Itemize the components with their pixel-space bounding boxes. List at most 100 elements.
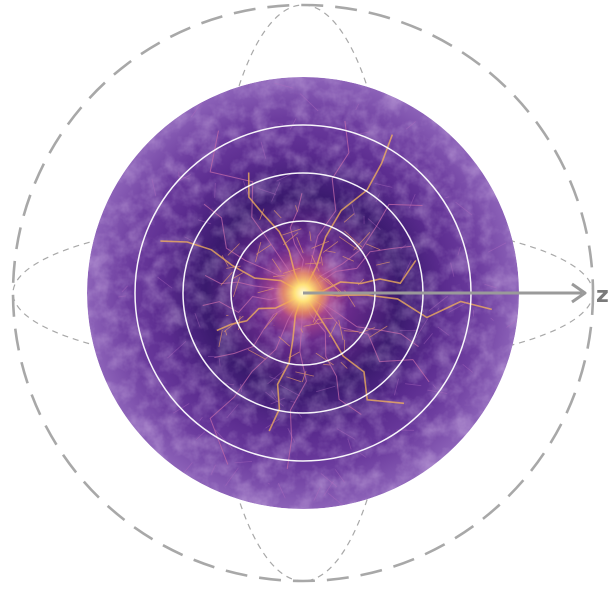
web-strand bbox=[367, 218, 381, 230]
web-strand bbox=[394, 378, 399, 396]
z-axis-label: z bbox=[596, 283, 609, 308]
web-strand bbox=[351, 204, 356, 217]
web-strand bbox=[300, 328, 304, 333]
web-strand bbox=[265, 391, 284, 407]
web-strand bbox=[286, 376, 302, 383]
web-strand bbox=[301, 370, 307, 383]
web-strand bbox=[427, 389, 448, 394]
web-strand bbox=[400, 244, 407, 250]
web-strand bbox=[334, 469, 345, 483]
web-strand bbox=[487, 242, 507, 253]
web-strand bbox=[257, 288, 274, 294]
web-strand bbox=[269, 376, 280, 381]
web-strand bbox=[437, 326, 450, 336]
web-strand bbox=[358, 327, 376, 334]
web-strand bbox=[234, 461, 253, 464]
web-strand bbox=[462, 363, 474, 373]
filament bbox=[209, 292, 304, 465]
web-strand bbox=[255, 244, 272, 255]
web-strand bbox=[267, 483, 271, 485]
web-strand bbox=[240, 383, 243, 393]
web-strand bbox=[247, 349, 266, 360]
web-strand bbox=[194, 312, 201, 328]
web-strand bbox=[183, 462, 193, 474]
web-strand bbox=[455, 201, 473, 216]
filament bbox=[286, 292, 307, 470]
web-strand bbox=[226, 404, 239, 419]
web-strand bbox=[315, 352, 334, 366]
web-strand bbox=[178, 171, 180, 180]
web-strand bbox=[376, 261, 390, 266]
web-strand bbox=[415, 318, 429, 339]
web-strand bbox=[273, 210, 282, 219]
web-strand bbox=[303, 322, 323, 327]
web-strand bbox=[353, 232, 371, 251]
filament bbox=[209, 130, 304, 294]
web-strand bbox=[157, 276, 173, 289]
web-strand bbox=[401, 259, 412, 280]
web-strand bbox=[199, 416, 203, 422]
web-strand bbox=[265, 418, 280, 429]
web-strand bbox=[328, 321, 338, 338]
web-strand bbox=[432, 384, 437, 389]
web-strand bbox=[264, 312, 278, 329]
web-strand bbox=[295, 205, 298, 212]
web-strand bbox=[365, 243, 381, 251]
web-strand bbox=[428, 295, 449, 312]
web-strand bbox=[490, 317, 494, 321]
web-strand bbox=[210, 464, 216, 475]
web-strand bbox=[280, 384, 301, 397]
web-strand bbox=[296, 236, 304, 254]
web-strand bbox=[408, 193, 416, 209]
web-strand bbox=[320, 473, 338, 488]
web-strand bbox=[220, 271, 233, 286]
web-strand bbox=[448, 301, 469, 313]
web-strand bbox=[267, 367, 288, 385]
web-strand bbox=[238, 315, 241, 331]
web-strand bbox=[315, 385, 336, 393]
web-strand bbox=[225, 467, 239, 486]
web-strand bbox=[283, 232, 299, 246]
web-strand bbox=[288, 351, 300, 359]
web-strand bbox=[221, 255, 229, 267]
web-strand bbox=[320, 256, 323, 266]
web-strand bbox=[276, 172, 293, 182]
web-strand bbox=[355, 103, 360, 111]
web-strand bbox=[338, 236, 359, 251]
web-strand bbox=[121, 285, 128, 293]
web-strand bbox=[369, 325, 388, 338]
web-strand bbox=[343, 213, 355, 223]
web-strand bbox=[374, 182, 393, 188]
web-strand bbox=[484, 283, 497, 289]
web-strand bbox=[322, 241, 339, 253]
web-strand bbox=[271, 181, 281, 202]
web-strand bbox=[336, 428, 356, 440]
web-strand bbox=[323, 363, 331, 366]
web-strand bbox=[226, 265, 241, 269]
filament bbox=[302, 292, 492, 319]
web-strand bbox=[270, 397, 285, 405]
web-strand bbox=[445, 196, 450, 199]
web-strand bbox=[309, 231, 312, 241]
web-strand bbox=[358, 451, 367, 458]
web-strand bbox=[167, 341, 187, 359]
web-strand bbox=[232, 277, 241, 298]
web-strand bbox=[225, 330, 228, 336]
web-strand bbox=[311, 240, 330, 249]
web-strand bbox=[405, 383, 422, 387]
web-strand bbox=[289, 118, 297, 130]
web-strand bbox=[305, 262, 322, 265]
web-strand bbox=[327, 492, 344, 506]
web-strand bbox=[343, 330, 359, 333]
web-strand bbox=[323, 480, 334, 497]
web-strand bbox=[260, 141, 267, 160]
web-strand bbox=[259, 208, 265, 220]
web-strand bbox=[375, 193, 380, 203]
web-strand bbox=[450, 262, 455, 277]
web-strand bbox=[277, 482, 286, 499]
web-strand bbox=[340, 361, 348, 369]
web-strand bbox=[118, 295, 127, 298]
web-strand bbox=[258, 188, 277, 195]
web-strand bbox=[287, 427, 296, 443]
filament bbox=[302, 120, 350, 294]
